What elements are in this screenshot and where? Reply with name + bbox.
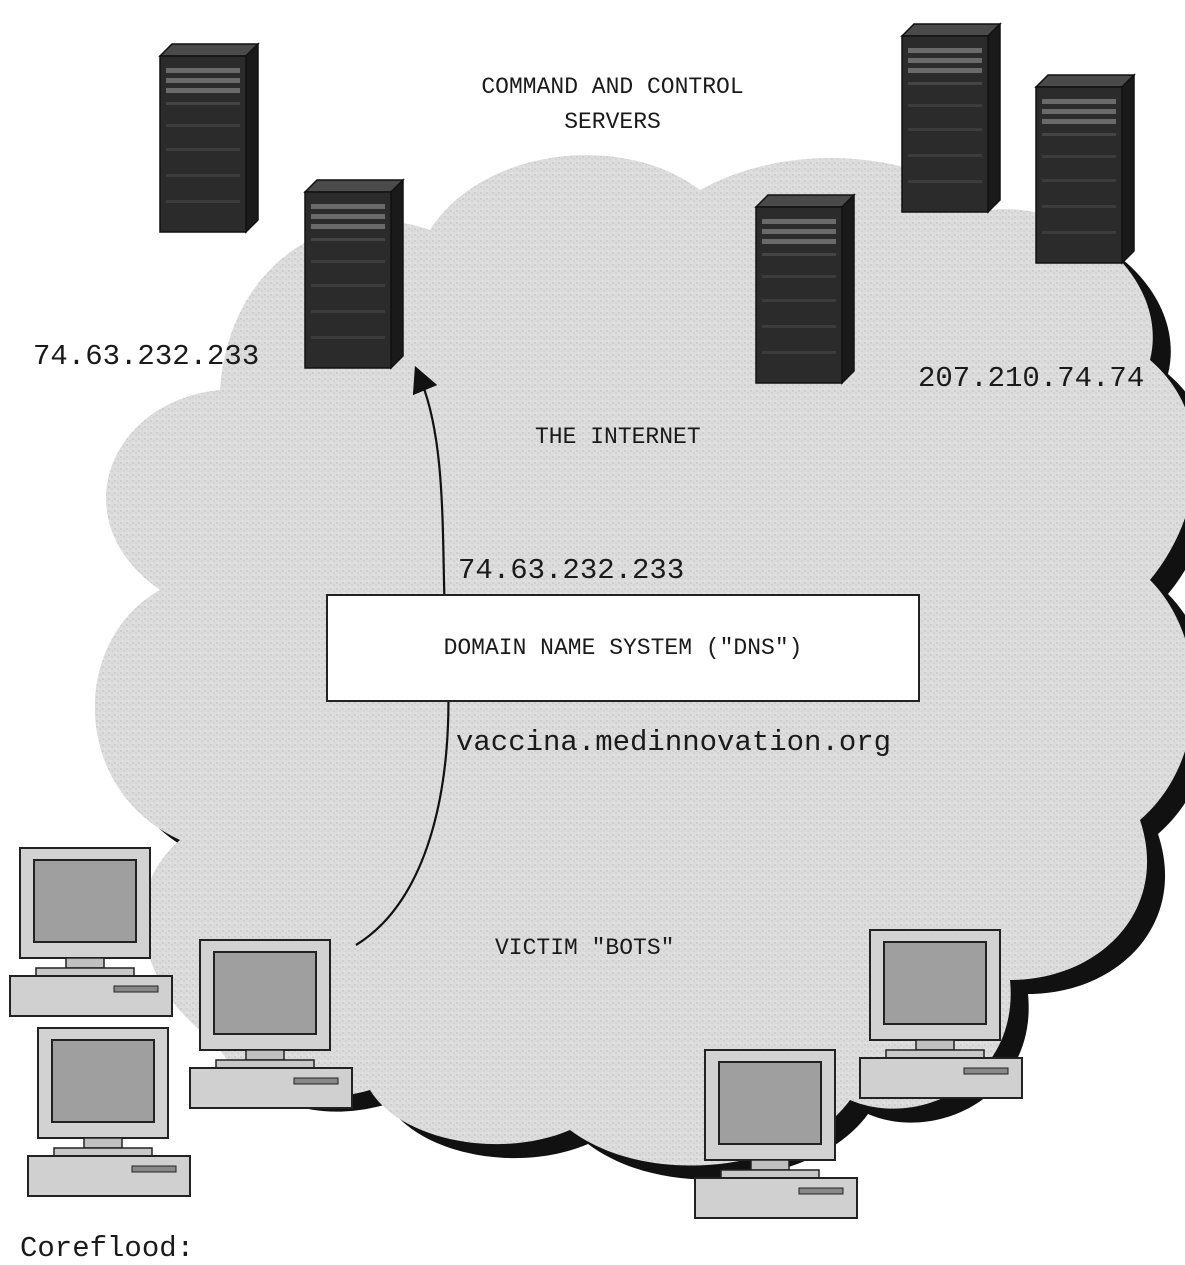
- desktop-computer-icon: [189, 939, 353, 1109]
- server-tower-icon: [755, 194, 855, 384]
- desktop-computer-icon: [9, 847, 173, 1017]
- footer-label: Coreflood:: [20, 1232, 195, 1265]
- internet-label: THE INTERNET: [535, 424, 701, 450]
- desktop-computer-icon: [694, 1049, 858, 1219]
- cc-servers-label: COMMAND AND CONTROL SERVERS: [481, 74, 744, 135]
- desktop-computer-icon: [27, 1027, 191, 1197]
- server-tower-icon: [1035, 74, 1135, 264]
- server-ip-left: 74.63.232.233: [33, 340, 260, 373]
- server-tower-icon: [304, 179, 404, 369]
- dns-box-label: DOMAIN NAME SYSTEM ("DNS"): [443, 635, 803, 661]
- dns-response-ip: 74.63.232.233: [458, 554, 685, 587]
- desktop-computer-icon: [859, 929, 1023, 1099]
- dns-query-domain: vaccina.medinnovation.org: [456, 726, 892, 759]
- server-tower-icon: [159, 43, 259, 233]
- victim-bots-label: VICTIM "BOTS": [495, 935, 675, 961]
- dns-box: DOMAIN NAME SYSTEM ("DNS"): [326, 594, 920, 702]
- server-tower-icon: [901, 23, 1001, 213]
- server-ip-right: 207.210.74.74: [918, 362, 1145, 395]
